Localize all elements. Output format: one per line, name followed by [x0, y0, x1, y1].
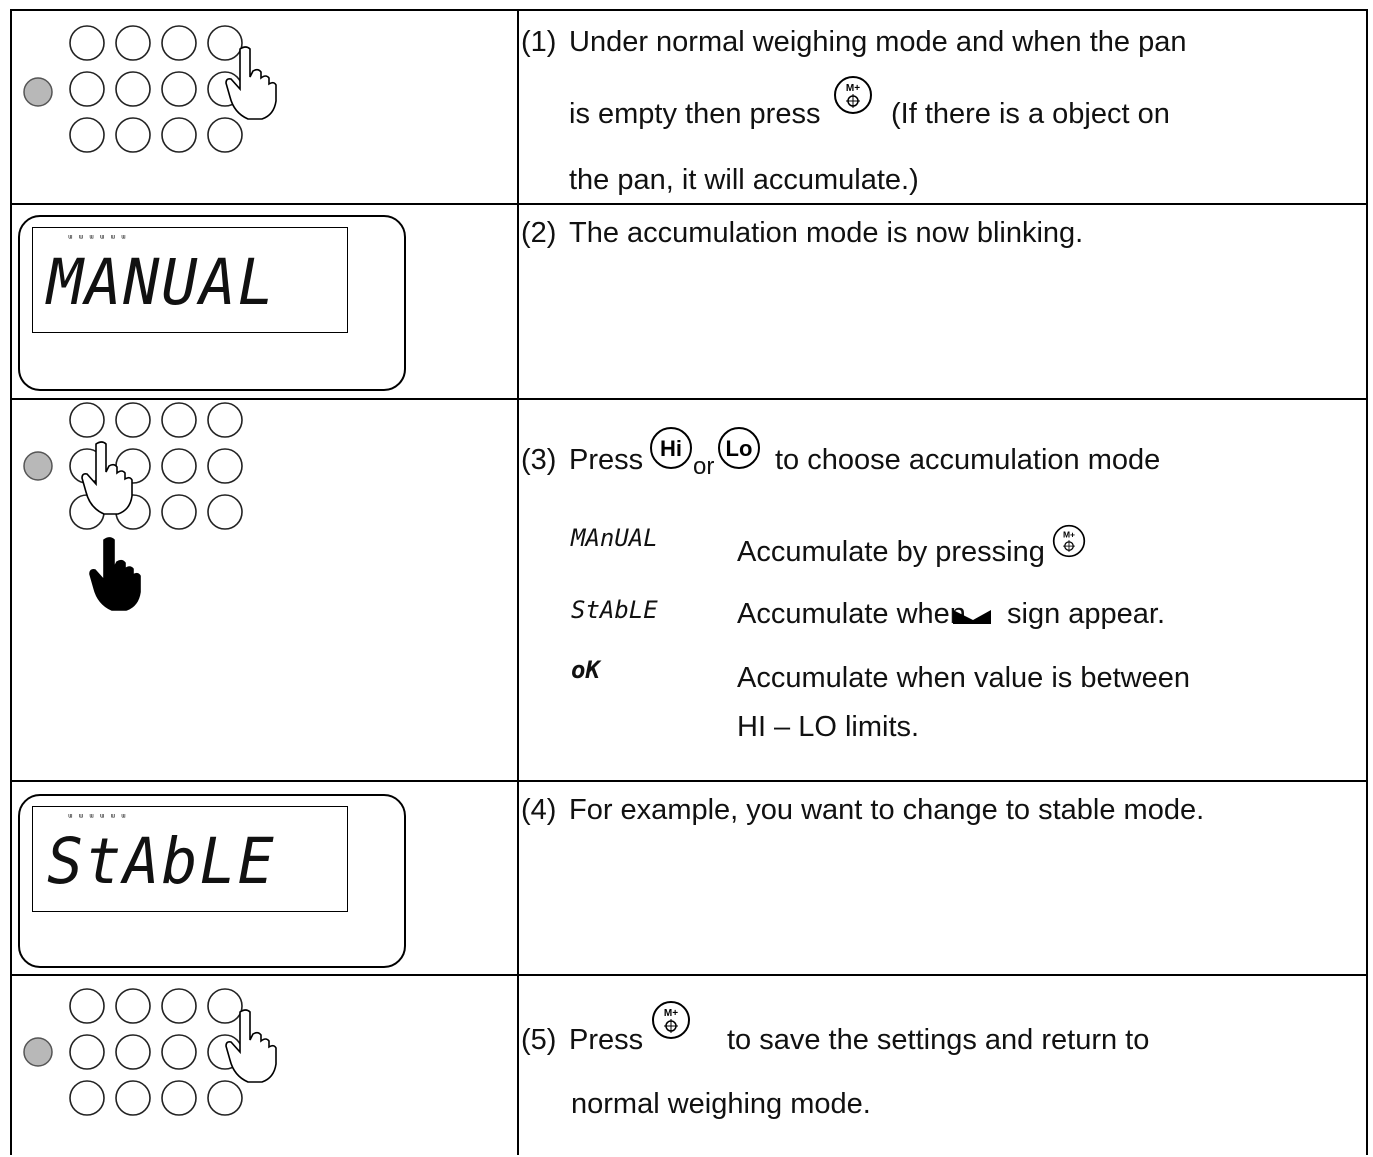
mode-description: Accumulate by pressing	[737, 536, 1045, 568]
table-row: (5) Press to save the settings and retur…	[10, 974, 1368, 1155]
indicator-led-icon	[23, 1037, 53, 1067]
lo-key-icon: Lo	[718, 427, 760, 469]
stable-sign-icon	[953, 610, 991, 624]
mplus-key-icon	[652, 1001, 690, 1039]
mode-code: StAbLE	[571, 596, 658, 624]
svg-text:Hi: Hi	[660, 436, 682, 461]
step-number: (4)	[521, 794, 557, 826]
instruction-cell: (2) The accumulation mode is now blinkin…	[517, 203, 1368, 400]
lcd-display: ᵚᵚᵚᵚᵚᵚ StAbLE	[18, 794, 406, 968]
pointing-hand-icon	[81, 441, 133, 515]
mplus-key-icon	[1052, 524, 1086, 558]
step-number: (3)	[521, 444, 557, 476]
instruction-cell: (3) Press Hi or Lo to choose accumulatio…	[517, 398, 1368, 782]
instruction-text: (If there is a object on	[891, 98, 1170, 130]
keypad-cell	[10, 9, 519, 205]
keypad-cell	[10, 974, 519, 1155]
hi-key-icon: Hi	[650, 427, 692, 469]
instruction-cell: (4) For example, you want to change to s…	[517, 780, 1368, 976]
lcd-display: ᵚᵚᵚᵚᵚᵚ MANUAL	[18, 215, 406, 391]
display-cell: ᵚᵚᵚᵚᵚᵚ StAbLE	[10, 780, 519, 976]
table-row: (1) Under normal weighing mode and when …	[10, 9, 1368, 205]
mode-description: Accumulate when value is between	[737, 662, 1190, 694]
instruction-text: is empty then press	[569, 98, 821, 130]
mode-code: MAnUAL	[571, 524, 658, 552]
instruction-text: to choose accumulation mode	[775, 444, 1161, 476]
instruction-cell: (1) Under normal weighing mode and when …	[517, 9, 1368, 205]
display-cell: ᵚᵚᵚᵚᵚᵚ MANUAL	[10, 203, 519, 400]
keypad-diagram	[23, 988, 277, 1116]
instruction-cell: (5) Press to save the settings and retur…	[517, 974, 1368, 1155]
instruction-text: Press	[569, 444, 644, 476]
indicator-led-icon	[23, 451, 53, 481]
keypad-diagram	[23, 402, 243, 611]
keypad-diagram	[23, 25, 277, 153]
mode-description: HI – LO limits.	[737, 711, 920, 743]
or-text: or	[693, 453, 715, 480]
pressing-hand-icon	[89, 537, 141, 611]
step-number: (5)	[521, 1024, 557, 1056]
lcd-readout: StAbLE	[47, 825, 276, 899]
keypad-buttons-icon	[69, 25, 243, 153]
instruction-text: normal weighing mode.	[571, 1088, 871, 1120]
indicator-led-icon	[23, 77, 53, 107]
step-number: (2)	[521, 217, 557, 249]
mode-description: sign appear.	[1007, 598, 1166, 630]
instruction-text: to save the settings and return to	[727, 1024, 1150, 1056]
keypad-cell	[10, 398, 519, 782]
table-row: (3) Press Hi or Lo to choose accumulatio…	[10, 398, 1368, 782]
keypad-buttons-icon	[69, 988, 243, 1116]
table-row: ᵚᵚᵚᵚᵚᵚ StAbLE (4) For example, you want …	[10, 780, 1368, 976]
instruction-text: The accumulation mode is now blinking.	[569, 217, 1084, 249]
instruction-text: the pan, it will accumulate.)	[569, 164, 919, 196]
instruction-text: Under normal weighing mode and when the …	[569, 26, 1187, 58]
instruction-text: For example, you want to change to stabl…	[569, 794, 1205, 826]
mplus-key-icon	[834, 76, 872, 114]
svg-text:Lo: Lo	[726, 436, 753, 461]
step-number: (1)	[521, 26, 557, 58]
mode-description: Accumulate when	[737, 598, 966, 630]
instruction-text: Press	[569, 1024, 644, 1056]
table-row: ᵚᵚᵚᵚᵚᵚ MANUAL (2) The accumulation mode …	[10, 203, 1368, 400]
instruction-table: (1) Under normal weighing mode and when …	[10, 9, 1368, 1155]
mode-code: oK	[571, 656, 600, 684]
lcd-readout: MANUAL	[47, 246, 276, 320]
